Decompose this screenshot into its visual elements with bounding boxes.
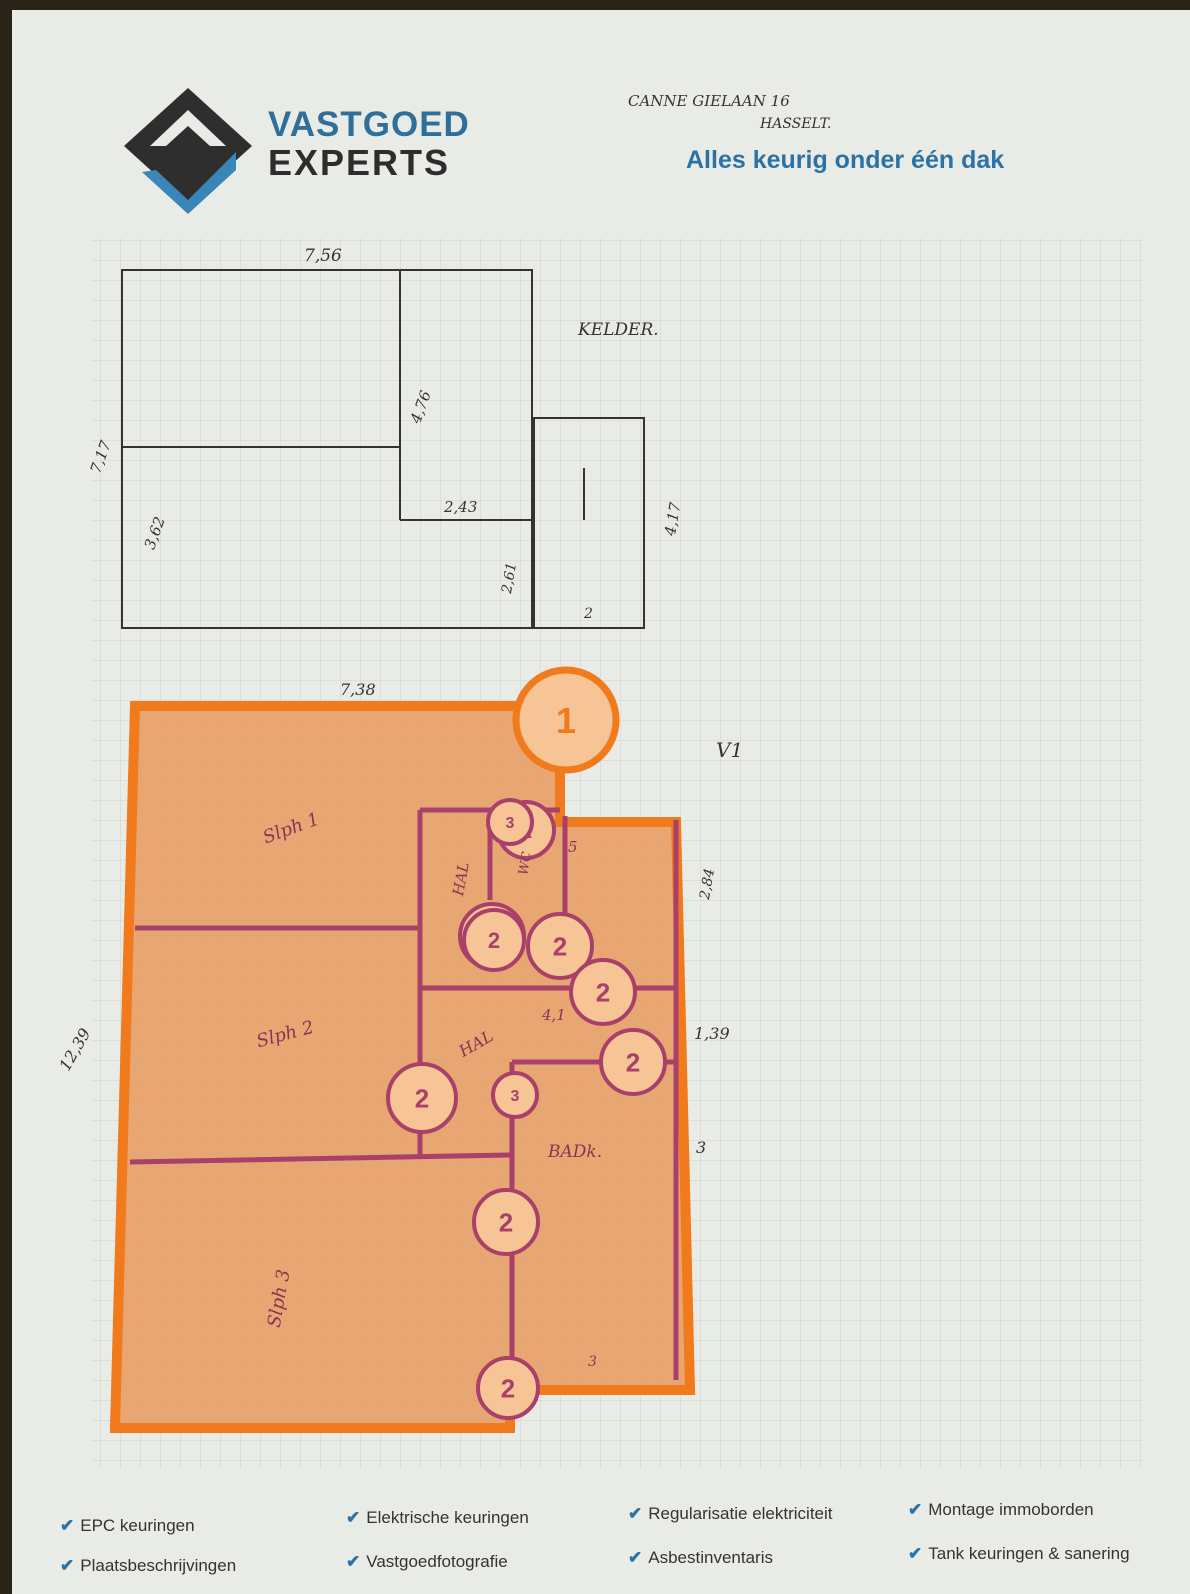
basement-dim-stair-width: 2	[584, 606, 593, 622]
basement-dim-inner-width: 2,43	[444, 498, 478, 516]
marker-label-0: 1	[556, 700, 576, 741]
marker-label-3: 2	[596, 977, 610, 1007]
marker-label-4: 2	[626, 1047, 640, 1077]
marker-label-5: 2	[415, 1083, 429, 1113]
marker-label-9: 2	[488, 928, 500, 953]
marker-label-2: 2	[553, 931, 567, 961]
marker-label-11: 3	[511, 1088, 520, 1105]
room-label-badk: BADk.	[548, 1142, 603, 1162]
ground-dim-hall: 4,1	[542, 1006, 566, 1024]
ground-dim-right-lower: 1,39	[694, 1024, 730, 1043]
brand-name-line2: EXPERTS	[268, 142, 451, 183]
handwritten-address-line1: CANNE GIELAAN 16	[628, 92, 790, 110]
service-elektrische-keuringen: ✔Elektrische keuringen	[346, 1508, 529, 1527]
marker-label-7: 2	[501, 1373, 515, 1403]
brand-name-line1: VASTGOED	[268, 105, 470, 144]
service-plaatsbeschrijvingen: ✔Plaatsbeschrijvingen	[60, 1556, 237, 1575]
service-asbestinventaris: ✔Asbestinventaris	[628, 1548, 773, 1567]
handwritten-address-line2: HASSELT.	[760, 116, 832, 132]
service-epc: ✔EPC keuringen	[60, 1516, 195, 1535]
marker-label-10: 3	[506, 815, 515, 832]
basement-plan-drawing	[121, 269, 645, 629]
service-vastgoedfotografie: ✔Vastgoedfotografie	[346, 1552, 508, 1571]
marker-label-6: 2	[499, 1207, 513, 1237]
marker-circle-0[interactable]	[512, 666, 620, 774]
marker-circle-9[interactable]	[462, 908, 526, 972]
level-label: V1	[716, 738, 744, 762]
ground-dim-wc: 5	[568, 838, 578, 856]
ground-dim-bath-side: 3	[696, 1138, 707, 1157]
marker-circle-3[interactable]	[569, 958, 637, 1026]
service-tank-keuringen: ✔Tank keuringen & sanering	[908, 1544, 1130, 1563]
ground-dim-bath-bottom: 3	[588, 1354, 597, 1370]
marker-circle-2[interactable]	[526, 912, 594, 980]
marker-circle-4[interactable]	[599, 1028, 667, 1096]
marker-circle-5[interactable]	[386, 1062, 458, 1134]
basement-title: KELDER.	[578, 320, 659, 340]
marker-circle-7[interactable]	[476, 1356, 540, 1420]
service-regularisatie: ✔Regularisatie elektriciteit	[628, 1504, 833, 1523]
marker-circle-6[interactable]	[472, 1188, 540, 1256]
ground-dim-width: 7,38	[340, 680, 376, 699]
marker-circle-11[interactable]	[491, 1071, 539, 1119]
tagline: Alles keurig onder één dak	[686, 146, 1005, 174]
basement-dim-width: 7,56	[304, 246, 342, 266]
service-immoborden: ✔Montage immoborden	[908, 1500, 1094, 1519]
vastgoed-experts-logo	[124, 88, 252, 214]
ground-floor-overlay	[109, 701, 696, 1433]
marker-circle-10[interactable]	[486, 798, 534, 846]
